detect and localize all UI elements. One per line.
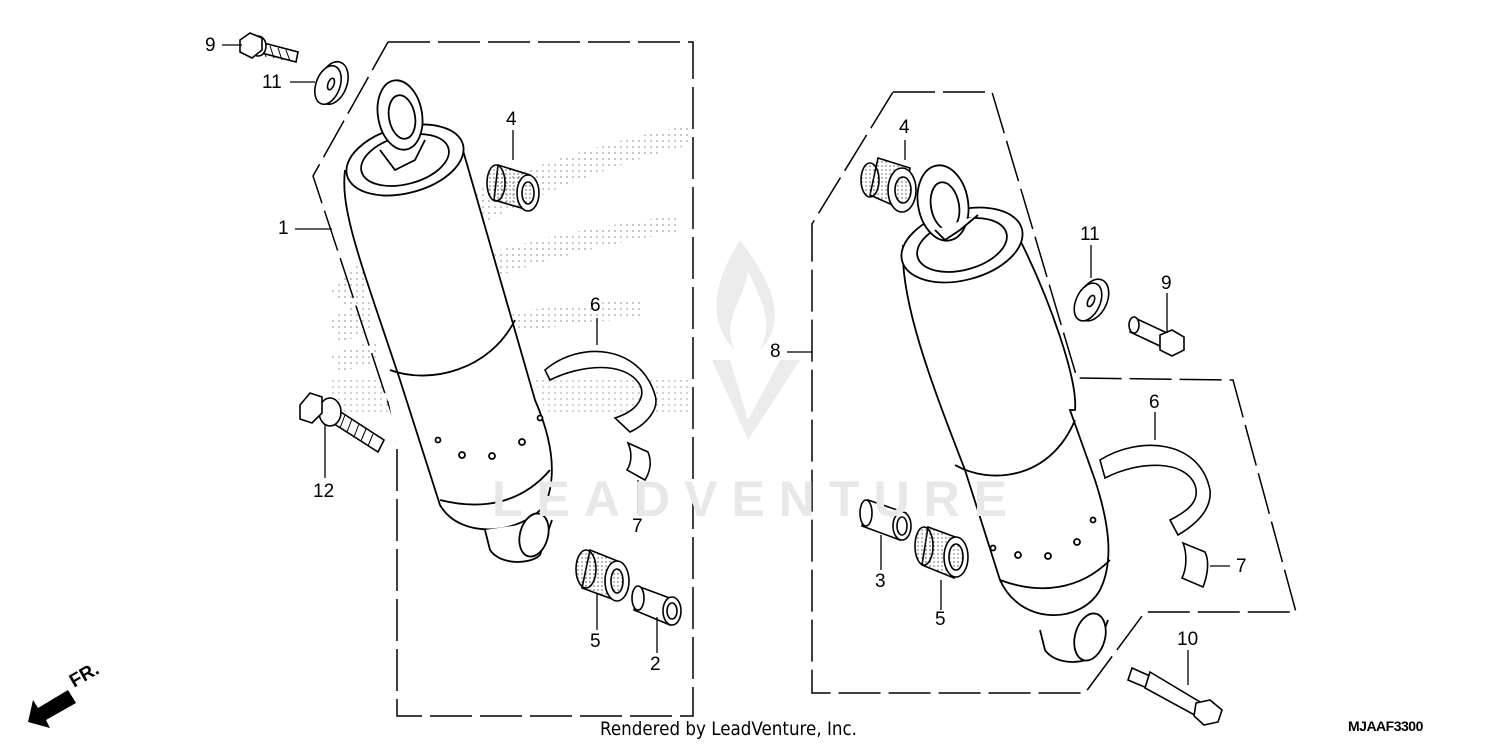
callout-7-left[interactable]: 7 xyxy=(632,516,643,537)
callout-8-right[interactable]: 8 xyxy=(770,341,781,362)
pad-7-right xyxy=(1180,541,1209,589)
footer-credit: Rendered by LeadVenture, Inc. xyxy=(600,718,858,740)
bolt-12-left xyxy=(299,392,386,454)
callout-9-left[interactable]: 9 xyxy=(205,35,216,56)
callout-1-left[interactable]: 1 xyxy=(278,218,289,239)
callout-4-right[interactable]: 4 xyxy=(899,117,910,138)
right-shock-absorber xyxy=(900,164,1111,663)
bushing-5-right xyxy=(914,525,969,580)
washer-11-left xyxy=(314,60,349,106)
bushing-4-left xyxy=(486,163,540,212)
collar-3-right xyxy=(859,498,912,542)
callout-4-left[interactable]: 4 xyxy=(506,109,517,130)
leadventure-logo-watermark xyxy=(712,240,800,440)
right-assembly-boundary xyxy=(811,91,1297,694)
callout-7-right[interactable]: 7 xyxy=(1236,556,1247,577)
watermark-text: LEADVENTURE xyxy=(492,471,1022,527)
diagram-code: MJAAF3300 xyxy=(1348,718,1423,734)
band-6-right xyxy=(1099,444,1211,537)
callout-6-right[interactable]: 6 xyxy=(1149,392,1160,413)
washer-11-right xyxy=(1073,278,1110,322)
callout-5-right[interactable]: 5 xyxy=(935,609,946,630)
collar-2-left xyxy=(631,585,682,627)
leader-lines xyxy=(222,44,1230,685)
callout-12-left[interactable]: 12 xyxy=(313,481,335,502)
bolt-9-right xyxy=(1128,316,1185,357)
left-assembly-boundary xyxy=(312,41,694,717)
callout-10-right[interactable]: 10 xyxy=(1177,629,1199,650)
front-direction-arrow-icon xyxy=(28,690,76,728)
bushing-4-right xyxy=(860,156,917,213)
callout-11-left[interactable]: 11 xyxy=(262,72,282,93)
callout-6-left[interactable]: 6 xyxy=(590,295,601,316)
bolt-9-left xyxy=(239,32,299,63)
left-shock-absorber xyxy=(343,79,555,563)
bushing-5-left xyxy=(575,548,630,602)
stud-10-right xyxy=(1127,666,1223,726)
callout-2-left[interactable]: 2 xyxy=(650,654,661,675)
pad-7-left xyxy=(625,441,651,482)
callout-11-right[interactable]: 11 xyxy=(1080,224,1100,245)
callout-3-right[interactable]: 3 xyxy=(875,571,886,592)
callout-9-right[interactable]: 9 xyxy=(1161,273,1172,294)
band-6-left xyxy=(544,350,657,433)
callout-5-left[interactable]: 5 xyxy=(590,631,601,652)
